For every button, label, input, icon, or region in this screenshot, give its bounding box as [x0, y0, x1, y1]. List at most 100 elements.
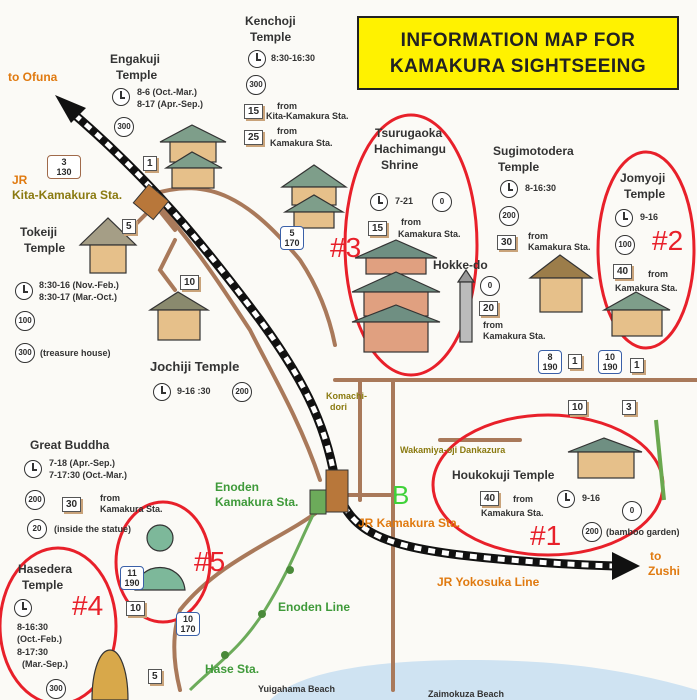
great-buddha-clock-icon	[24, 460, 42, 478]
great-buddha-hours-2: 7-17:30 (Oct.-Mar.)	[49, 470, 128, 480]
marker-2: #2	[652, 225, 684, 256]
enoden-kamakura-label-1: Enoden	[215, 480, 259, 494]
road-jochiji	[157, 238, 177, 292]
walk-5-badge: 5	[148, 669, 162, 684]
bus-8-bottom: 190	[542, 362, 558, 372]
kamakura-station-icon	[325, 469, 349, 513]
sugimotodera-hours: 8-16:30	[525, 183, 557, 193]
kenchoji-name-1: Kenchoji	[245, 14, 296, 28]
hokkedo-from-b: Kamakura Sta.	[483, 331, 546, 341]
tsurugaoka-fee-badge: 0	[432, 192, 452, 212]
bus-10b-bottom: 170	[180, 624, 196, 634]
tokeiji-hours-1: 8:30-16 (Nov.-Feb.)	[39, 280, 119, 290]
tsurugaoka-from-a: from	[401, 217, 421, 227]
ellipse-hasedera	[0, 546, 118, 700]
map-title: INFORMATION MAP FOR KAMAKURA SIGHTSEEING	[357, 16, 679, 90]
hasedera-name-2: Temple	[22, 578, 64, 592]
kita-kamakura-station-icon	[132, 183, 170, 221]
ellipse-great-buddha	[114, 500, 212, 624]
sugimotodera-clock-icon	[500, 180, 518, 198]
bus-8-badge: 8 190	[538, 350, 562, 374]
sugimotodera-walk-badge: 30	[497, 235, 517, 250]
yuigahama-beach-label: Yuigahama Beach	[258, 684, 336, 694]
tsurugaoka-clock-icon	[370, 193, 388, 211]
bus-8-top: 8	[547, 352, 553, 362]
sugimotodera-name-2: Temple	[498, 160, 540, 174]
bus-10b-badge: 10 170	[176, 612, 200, 636]
bus-11-top: 11	[127, 568, 137, 578]
walk-10b-badge: 10	[126, 601, 146, 616]
great-buddha-walk-badge: 30	[62, 497, 82, 512]
enoden-stop-2	[258, 610, 266, 618]
bus-kencho-top: 5	[289, 228, 295, 238]
tokeiji-building-icon	[78, 217, 138, 274]
marker-3: #3	[330, 232, 362, 263]
walk-3-badge: 3	[622, 400, 636, 415]
marker-5: #5	[194, 546, 226, 577]
engakuji-clock-icon	[112, 88, 130, 106]
great-buddha-from-a: from	[100, 493, 120, 503]
jochiji-building-icon	[147, 291, 211, 341]
tokeiji-name-2: Temple	[24, 241, 66, 255]
houkokuji-name: Houkokuji Temple	[452, 468, 555, 482]
jomyoji-fee-badge: 100	[615, 235, 635, 255]
direction-to-zushi-prefix: to	[650, 549, 662, 563]
hasedera-hours-2: (Oct.-Feb.)	[17, 634, 62, 644]
direction-zushi: Zushi	[648, 564, 680, 578]
tsurugaoka-walk-badge: 15	[368, 221, 388, 236]
map-title-line1: INFORMATION MAP FOR	[400, 30, 636, 51]
hasedera-hours-3: 8-17:30	[17, 647, 49, 657]
engakuji-name-1: Engakuji	[110, 52, 161, 66]
sea-area	[270, 660, 697, 700]
houkokuji-fee-badge: 0	[622, 501, 642, 521]
kita-kamakura-bus-badge: 3 130	[47, 155, 81, 179]
great-buddha-statue-icon	[134, 524, 186, 591]
hasedera-clock-icon	[14, 599, 32, 617]
kenchoji-building-icon	[280, 164, 348, 229]
jomyoji-from-b: Kamakura Sta.	[615, 283, 678, 293]
houkokuji-clock-icon	[557, 490, 575, 508]
jomyoji-name-2: Temple	[624, 187, 666, 201]
engakuji-name-2: Temple	[116, 68, 158, 82]
hokkedo-fee-badge: 0	[480, 276, 500, 296]
great-buddha-fee2-note: (inside the statue)	[54, 524, 132, 534]
tokeiji-name-1: Tokeiji	[20, 225, 58, 239]
marker-4: #4	[72, 590, 104, 621]
engakuji-building-icon	[159, 124, 227, 189]
kita-bus-top: 3	[61, 157, 67, 167]
bus-10b-top: 10	[182, 614, 193, 624]
kenchoji-from-2a: from	[277, 126, 297, 136]
kenchoji-name-2: Temple	[250, 30, 292, 44]
tokeiji-fee-badge: 100	[15, 311, 35, 331]
hasedera-hours-4: (Mar.-Sep.)	[22, 659, 69, 669]
houkokuji-fee2-badge: 200	[582, 522, 602, 542]
kenchoji-from-2b: Kamakura Sta.	[270, 138, 333, 148]
walk-10-badge: 10	[568, 400, 588, 415]
jomyoji-from-a: from	[648, 269, 668, 279]
hokkedo-pagoda-icon	[456, 268, 476, 343]
hokkedo-name: Hokke-do	[433, 258, 488, 272]
jomyoji-hours: 9-16	[640, 212, 659, 222]
jochiji-clock-icon	[153, 383, 171, 401]
jomyoji-name-1: Jomyoji	[620, 171, 666, 185]
hokkedo-from-a: from	[483, 320, 503, 330]
hokkedo-walk-badge: 20	[479, 301, 499, 316]
houkokuji-building-icon	[567, 437, 643, 479]
enoden-line	[188, 504, 320, 692]
marker-b: B	[392, 480, 410, 510]
tsurugaoka-name-3: Shrine	[381, 158, 419, 172]
map-title-line2: KAMAKURA SIGHTSEEING	[389, 56, 647, 77]
jr-prefix-label: JR	[12, 173, 28, 187]
direction-to-ofuna: to Ofuna	[8, 70, 58, 84]
tsurugaoka-name-1: Tsurugaoka	[375, 126, 443, 140]
kenchoji-clock-icon	[248, 50, 266, 68]
tsurugaoka-from-b: Kamakura Sta.	[398, 229, 461, 239]
jochiji-hours: 9-16 :30	[177, 386, 211, 396]
houkokuji-from-a: from	[513, 494, 533, 504]
houkokuji-from-b: Kamakura Sta.	[481, 508, 544, 518]
jomyoji-clock-icon	[615, 209, 633, 227]
bus-11-badge: 11 190	[120, 566, 144, 590]
ellipse-tsurugaoka	[343, 113, 479, 377]
great-buddha-name: Great Buddha	[30, 438, 110, 452]
zaimokuza-beach-label: Zaimokuza Beach	[428, 689, 505, 699]
